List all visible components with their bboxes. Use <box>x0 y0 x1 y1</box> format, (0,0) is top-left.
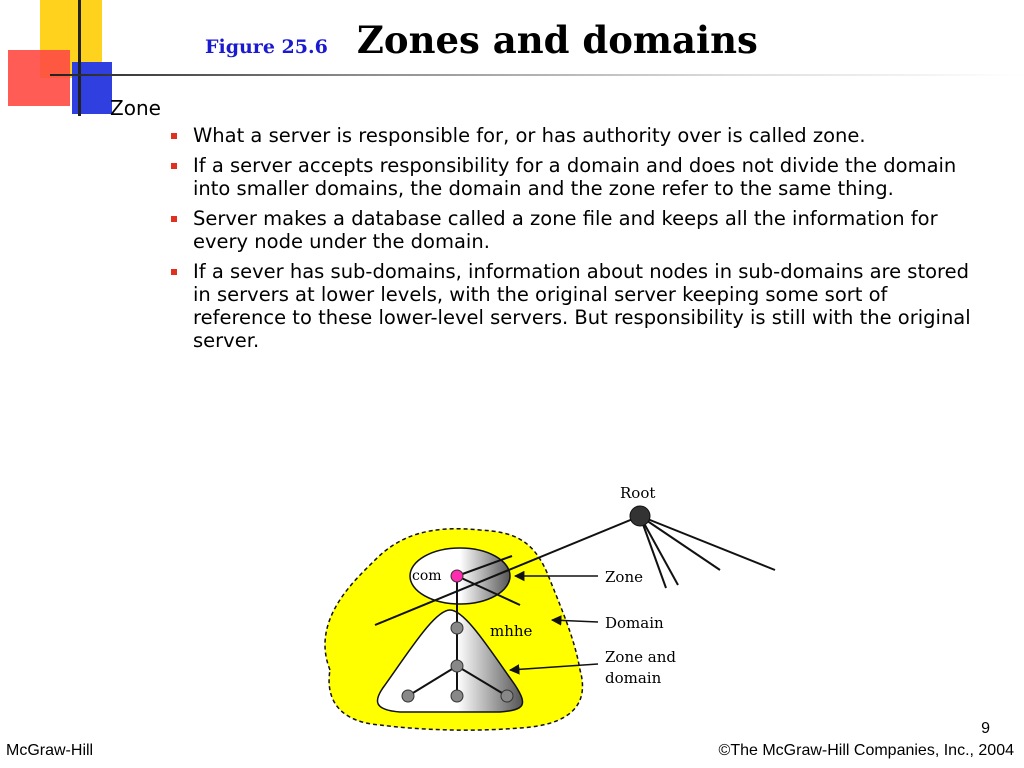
list-item: What a server is responsible for, or has… <box>171 124 985 147</box>
footer-publisher: McGraw-Hill <box>6 742 94 759</box>
zone-arrow-label: Zone <box>605 568 643 586</box>
list-item-text: What a server is responsible for, or has… <box>193 124 866 147</box>
zone-heading-text: Zone <box>110 96 161 120</box>
square-bullet-icon <box>91 102 102 114</box>
figure-label: Figure 25.6 <box>205 36 328 58</box>
root-node <box>629 505 651 527</box>
com-node <box>450 569 464 583</box>
page-number: 9 <box>981 720 990 737</box>
root-edge <box>639 515 721 571</box>
tree-node <box>450 659 464 673</box>
mhhe-node <box>450 621 464 635</box>
zone-and-domain-arrow <box>508 663 599 675</box>
tree-edge <box>456 665 508 697</box>
list-item-text: If a sever has sub-domains, information … <box>193 260 971 352</box>
page-title: Zones and domains <box>356 18 758 62</box>
root-label: Root <box>620 484 655 502</box>
square-bullet-icon <box>171 163 177 169</box>
corner-decoration-line-vertical <box>78 0 81 116</box>
com-edge <box>456 575 521 606</box>
list-item-text: Server makes a database called a zone fi… <box>193 207 938 253</box>
root-edge <box>639 515 679 586</box>
bullet-list: What a server is responsible for, or has… <box>105 124 985 352</box>
zone-and-domain-label-line2: domain <box>605 669 662 687</box>
list-item-text: If a server accepts responsibility for a… <box>193 154 957 200</box>
corner-decoration-red <box>8 50 70 106</box>
footer-copyright: ©The McGraw-Hill Companies, Inc., 2004 <box>718 742 1014 759</box>
square-bullet-icon <box>171 269 177 275</box>
list-item: If a sever has sub-domains, information … <box>171 260 985 352</box>
leaf-node <box>401 689 415 703</box>
mhhe-label: mhhe <box>490 622 533 640</box>
slide-title: Figure 25.6 Zones and domains <box>205 18 758 62</box>
zone-and-domain-region <box>376 609 524 713</box>
leaf-node <box>450 689 464 703</box>
title-underline <box>50 74 1024 76</box>
com-edge <box>456 555 513 577</box>
zone-heading: Zone <box>91 96 985 120</box>
slide-content: Zone What a server is responsible for, o… <box>91 96 985 359</box>
domain-arrow-label: Domain <box>605 614 664 632</box>
square-bullet-icon <box>171 216 177 222</box>
list-item: If a server accepts responsibility for a… <box>171 154 985 200</box>
com-label: com <box>412 568 442 584</box>
leaf-node <box>500 689 514 703</box>
zone-and-domain-label-line1: Zone and <box>605 648 676 666</box>
list-item: Server makes a database called a zone fi… <box>171 207 985 253</box>
zones-domains-diagram: Root com mhhe Zone Domain Zone and domai… <box>300 470 800 740</box>
domain-arrow <box>550 615 599 626</box>
square-bullet-icon <box>171 133 177 139</box>
root-edge <box>639 515 667 589</box>
root-to-com-edge <box>374 515 641 626</box>
root-edge <box>639 515 776 571</box>
tree-edge <box>407 665 458 697</box>
